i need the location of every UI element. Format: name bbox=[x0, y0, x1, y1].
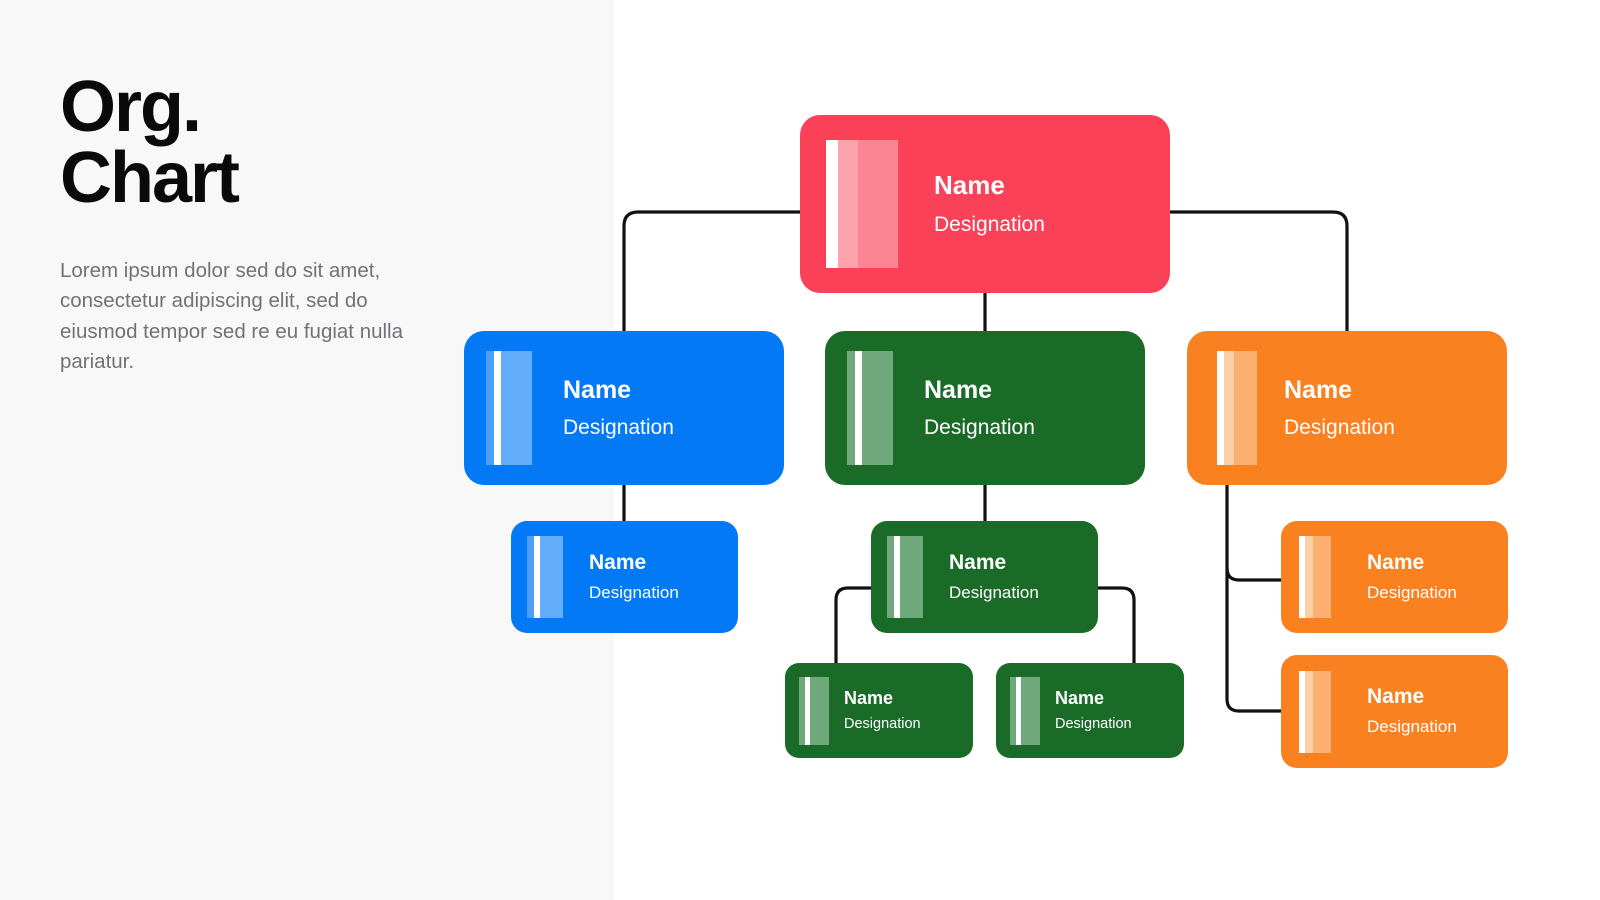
org-card-designation: Designation bbox=[563, 415, 674, 439]
connector-orange-trunk-to-orange2 bbox=[1225, 567, 1281, 582]
org-card-root[interactable]: Name Designation bbox=[800, 115, 1170, 293]
org-card-designation: Designation bbox=[1055, 715, 1132, 732]
org-card-text: Name Designation bbox=[1284, 376, 1395, 440]
accent-bars-icon bbox=[1217, 351, 1257, 465]
page-title: Org. Chart bbox=[60, 67, 240, 218]
org-card-text: Name Designation bbox=[563, 376, 674, 440]
org-card-name: Name bbox=[1367, 685, 1425, 709]
org-card-green-2[interactable]: Name Designation bbox=[871, 521, 1098, 633]
org-card-blue-1[interactable]: Name Designation bbox=[464, 331, 784, 485]
accent-bars-icon bbox=[1299, 536, 1331, 618]
org-card-orange-2[interactable]: Name Designation bbox=[1281, 521, 1508, 633]
org-card-designation: Designation bbox=[1284, 415, 1395, 439]
org-card-designation: Designation bbox=[1367, 582, 1457, 602]
org-card-designation: Designation bbox=[1367, 717, 1457, 737]
org-card-name: Name bbox=[1055, 687, 1105, 708]
page-description: Lorem ipsum dolor sed do sit amet, conse… bbox=[60, 259, 404, 373]
connector-root-to-orange1 bbox=[1170, 210, 1349, 331]
org-card-designation: Designation bbox=[589, 582, 679, 602]
accent-bars-icon bbox=[826, 140, 898, 268]
accent-bars-icon bbox=[486, 351, 532, 465]
org-card-text: Name Designation bbox=[1367, 685, 1457, 738]
org-card-name: Name bbox=[563, 376, 632, 405]
accent-bars-icon bbox=[847, 351, 893, 465]
org-card-name: Name bbox=[934, 169, 1005, 200]
org-card-designation: Designation bbox=[844, 715, 921, 732]
org-card-name: Name bbox=[949, 550, 1007, 574]
org-card-orange-3[interactable]: Name Designation bbox=[1281, 655, 1508, 768]
org-card-text: Name Designation bbox=[589, 551, 679, 604]
org-card-name: Name bbox=[1367, 550, 1425, 574]
accent-bars-icon bbox=[527, 536, 563, 618]
org-card-text: Name Designation bbox=[949, 551, 1039, 604]
org-card-name: Name bbox=[924, 376, 993, 405]
org-card-text: Name Designation bbox=[934, 169, 1045, 237]
org-card-text: Name Designation bbox=[924, 376, 1035, 440]
org-card-designation: Designation bbox=[934, 212, 1045, 236]
accent-bars-icon bbox=[1299, 670, 1331, 753]
org-card-designation: Designation bbox=[949, 582, 1039, 602]
accent-bars-icon bbox=[1010, 676, 1040, 745]
org-card-text: Name Designation bbox=[844, 688, 921, 733]
connector-root-to-blue1 bbox=[622, 210, 800, 331]
org-card-name: Name bbox=[589, 550, 647, 574]
accent-bars-icon bbox=[799, 676, 829, 745]
org-card-text: Name Designation bbox=[1367, 551, 1457, 604]
org-card-green-1[interactable]: Name Designation bbox=[825, 331, 1145, 485]
org-card-text: Name Designation bbox=[1055, 688, 1132, 733]
org-card-blue-2[interactable]: Name Designation bbox=[511, 521, 738, 633]
org-card-green-4[interactable]: Name Designation bbox=[996, 663, 1184, 758]
org-card-name: Name bbox=[844, 687, 894, 708]
org-card-green-3[interactable]: Name Designation bbox=[785, 663, 973, 758]
accent-bars-icon bbox=[887, 536, 923, 618]
org-card-orange-1[interactable]: Name Designation bbox=[1187, 331, 1507, 485]
org-card-name: Name bbox=[1284, 376, 1353, 405]
org-card-designation: Designation bbox=[924, 415, 1035, 439]
connector-orange1-trunk bbox=[1225, 485, 1281, 713]
